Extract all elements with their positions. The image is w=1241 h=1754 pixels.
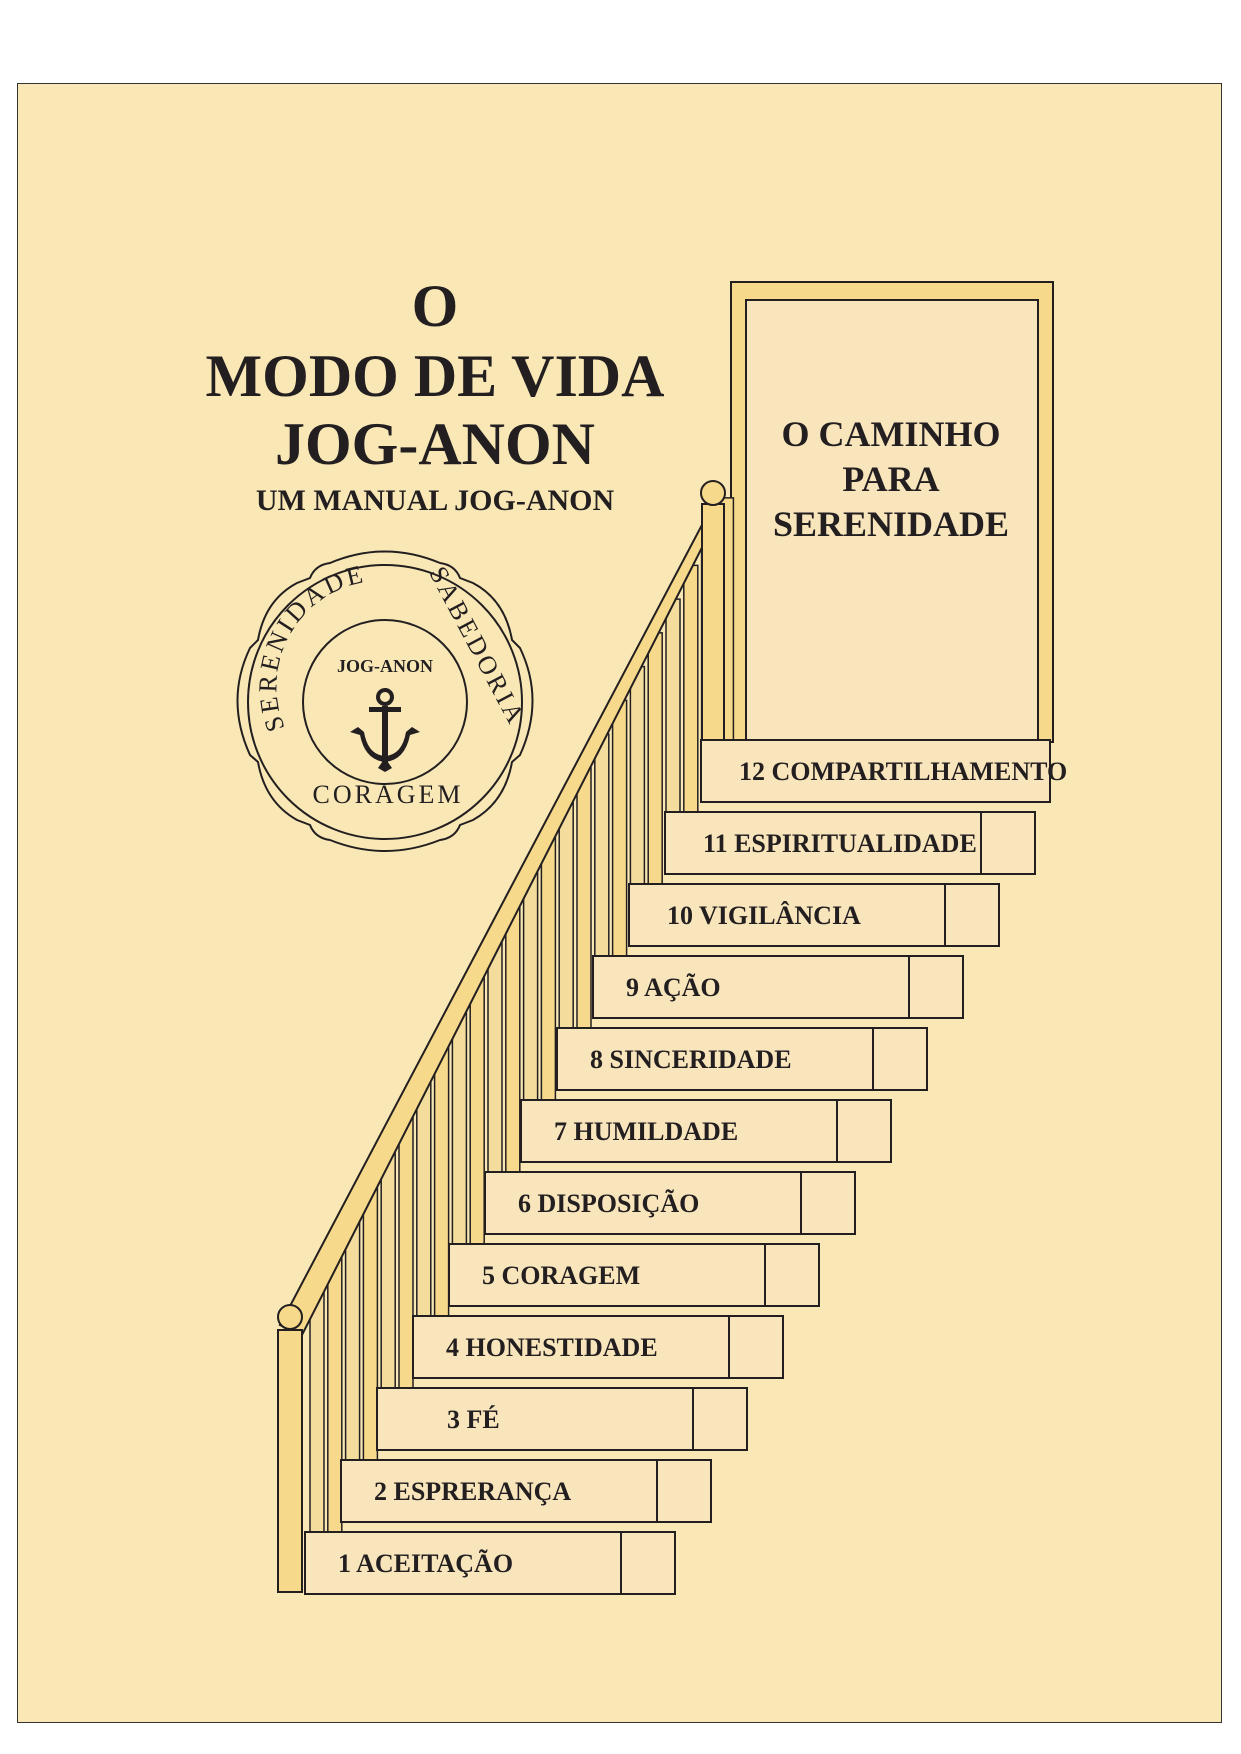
baluster — [362, 1172, 379, 1461]
step-7 — [520, 1099, 838, 1163]
step-1 — [304, 1531, 622, 1595]
step-label-7: 7 HUMILDADE — [554, 1117, 738, 1146]
step-8 — [556, 1027, 874, 1091]
top-post — [701, 503, 725, 743]
step-end-10 — [944, 883, 1000, 947]
step-end-4 — [728, 1315, 784, 1379]
step-end-1 — [620, 1531, 676, 1595]
balusters — [309, 497, 735, 1533]
step-label-4: 4 HONESTIDADE — [446, 1333, 658, 1362]
top-cap — [700, 480, 726, 506]
door — [730, 281, 1054, 743]
step-label-12: 12 COMPARTILHAMENTO — [739, 757, 1067, 786]
anchor-icon — [350, 688, 420, 772]
baluster — [558, 800, 574, 1029]
baluster — [647, 632, 663, 885]
door-line-3: SERENIDADE — [772, 504, 1010, 544]
door-line-1: O CAMINHO — [781, 414, 1001, 454]
title-line-2: MODO DE VIDA — [205, 343, 665, 409]
step-label-9: 9 AÇÃO — [626, 973, 721, 1002]
step-label-5: 5 CORAGEM — [482, 1261, 640, 1290]
steps: 1 ACEITAÇÃO 2 ESPRERANÇA 3 FÉ 4 HONESTIDADE… — [304, 739, 1067, 1595]
baluster — [594, 733, 610, 957]
step-end-6 — [800, 1171, 856, 1235]
step-11 — [664, 811, 982, 875]
baluster — [469, 969, 485, 1245]
step-12 — [700, 739, 1051, 803]
step-label-11: 11 ESPIRITUALIDADE — [703, 829, 977, 858]
step-end-2 — [656, 1459, 712, 1523]
baluster — [683, 564, 699, 813]
baluster — [416, 1070, 432, 1317]
step-end-3 — [692, 1387, 748, 1451]
newel-post — [277, 1329, 303, 1593]
baluster — [576, 767, 592, 1029]
baluster — [505, 902, 521, 1173]
step-5 — [448, 1243, 766, 1307]
step-end-11 — [980, 811, 1036, 875]
step-label-6: 6 DISPOSIÇÃO — [518, 1189, 699, 1218]
emblem-center-label: JOG-ANON — [337, 656, 433, 676]
step-9 — [592, 955, 910, 1019]
baluster — [629, 665, 646, 885]
title-line-3: JOG-ANON — [275, 411, 595, 477]
baluster — [327, 1239, 343, 1533]
baluster — [398, 1104, 414, 1389]
handrail — [277, 480, 726, 1593]
baluster — [522, 868, 539, 1101]
emblem-seal — [236, 550, 534, 852]
step-end-5 — [764, 1243, 820, 1307]
step-end-7 — [836, 1099, 892, 1163]
baluster — [611, 699, 628, 957]
newel-cap — [277, 1304, 303, 1330]
door-line-2: PARA — [842, 459, 940, 499]
step-label-3: 3 FÉ — [447, 1405, 500, 1434]
step-end-8 — [872, 1027, 928, 1091]
step-label-2: 2 ESPRERANÇA — [374, 1477, 571, 1506]
baluster — [540, 834, 557, 1101]
step-label-10: 10 VIGILÂNCIA — [667, 901, 861, 930]
baluster — [433, 1037, 450, 1317]
title-line-1: O — [411, 273, 459, 339]
baluster — [451, 1003, 468, 1245]
baluster — [665, 598, 681, 813]
subtitle: UM MANUAL JOG-ANON — [255, 484, 615, 517]
door-text: O CAMINHO PARA SERENIDADE — [746, 412, 1036, 547]
step-10 — [628, 883, 946, 947]
step-label-8: 8 SINCERIDADE — [590, 1045, 792, 1074]
step-end-9 — [908, 955, 964, 1019]
step-4 — [412, 1315, 730, 1379]
baluster — [487, 935, 503, 1173]
emblem-coragem: CORAGEM — [312, 780, 463, 809]
step-label-1: 1 ACEITAÇÃO — [338, 1549, 513, 1578]
step-6 — [484, 1171, 802, 1235]
step-3 — [376, 1387, 694, 1451]
